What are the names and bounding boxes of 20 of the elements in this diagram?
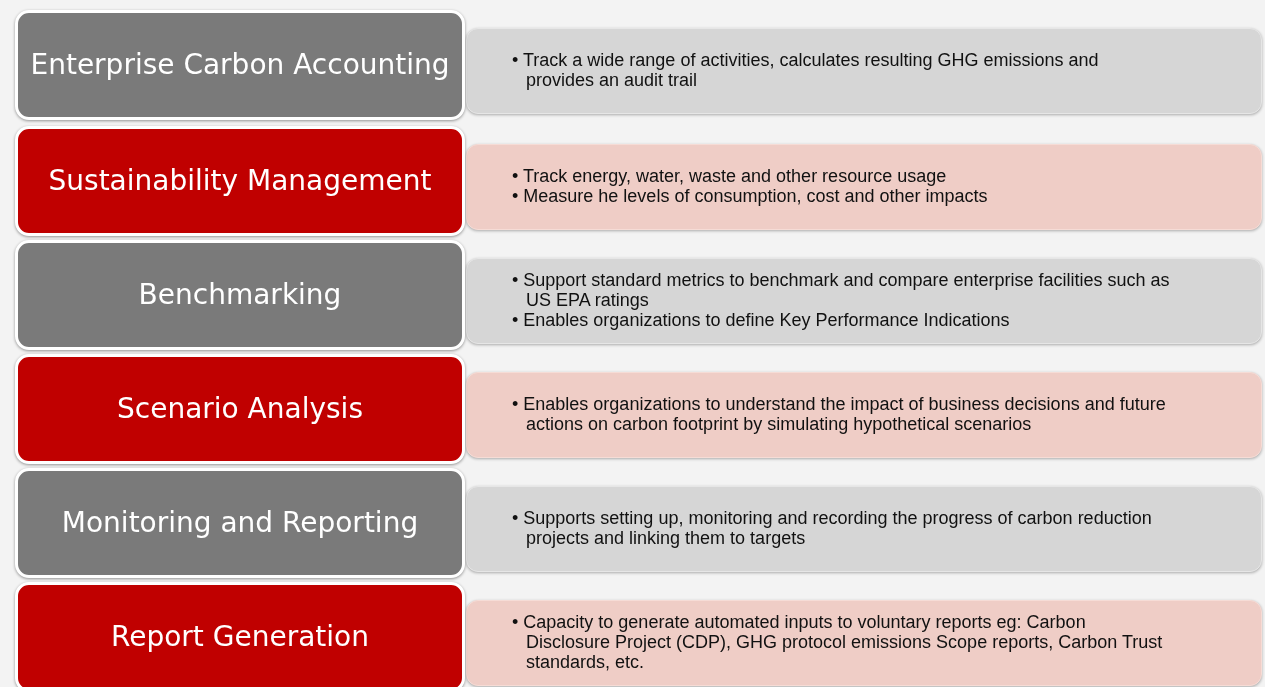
bullet-text: • Enables organizations to understand the impact of business decisions and future actions on carbon footprint by simulating hypothetical scenarios <box>512 395 1167 435</box>
category-box: Sustainability Management <box>15 126 465 236</box>
bullet-text: • Measure he levels of consumption, cost and other impacts <box>512 187 988 207</box>
description-panel <box>466 144 1262 230</box>
category-box: Scenario Analysis <box>15 354 465 464</box>
bullet-text: • Supports setting up, monitoring and recording the progress of carbon reduction projects and linking them to targets <box>512 509 1153 549</box>
description-panel <box>466 372 1262 458</box>
category-box: Monitoring and Reporting <box>15 468 465 578</box>
bullet-text: • Support standard metrics to benchmark and compare enterprise facilities such as US EPA ratings <box>512 271 1171 311</box>
bullet-text: • Enables organizations to define Key Performance Indications <box>512 310 1010 331</box>
description-panel <box>466 258 1262 344</box>
category-box: Report Generation <box>15 582 465 687</box>
category-box: Benchmarking <box>15 240 465 350</box>
category-box: Enterprise Carbon Accounting <box>15 10 465 120</box>
description-panel <box>466 28 1262 114</box>
bullet-text: • Track a wide range of activities, calculates resulting GHG emissions and provides an audit trail <box>512 51 1100 91</box>
description-panel <box>466 600 1262 686</box>
description-panel <box>466 486 1262 572</box>
bullet-text: • Capacity to generate automated inputs to voluntary reports eg: Carbon Disclosure Project (CDP), GHG protocol emissions Scope reports, Carbon Trust standards, etc. <box>512 613 1164 673</box>
bullet-text: • Track energy, water, waste and other resource usage <box>512 167 947 187</box>
